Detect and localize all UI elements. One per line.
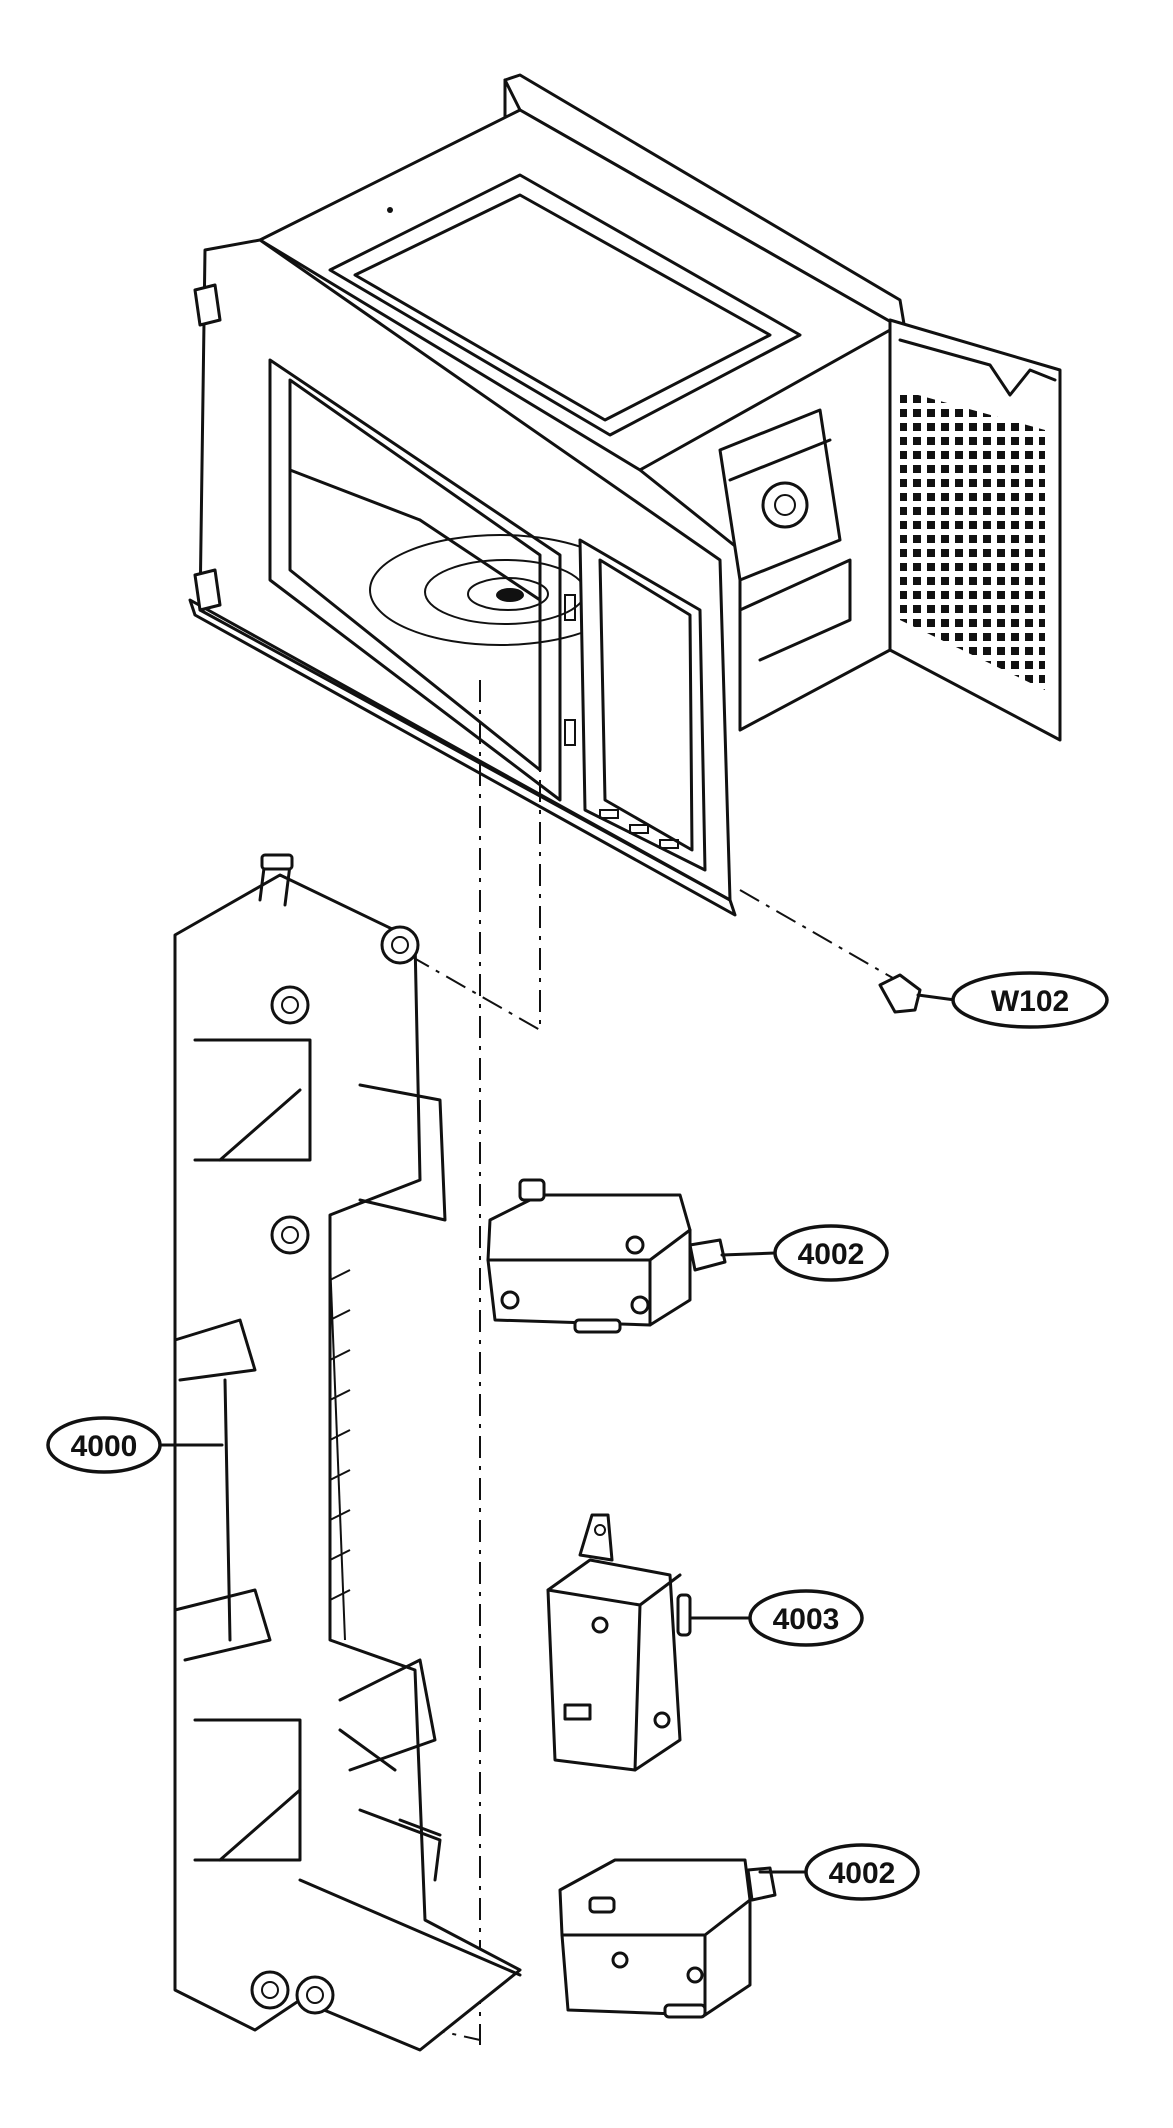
callout-label-4002-upper: 4002 [798, 1238, 865, 1271]
callout-label-4002-lower: 4002 [829, 1857, 896, 1890]
switch-4002-upper [486, 1178, 777, 1334]
latch-ribs [329, 1269, 351, 1601]
callout-label-w102: W102 [991, 985, 1069, 1018]
switch-4002-lower [558, 1858, 807, 2019]
callout-label-4003: 4003 [773, 1603, 840, 1636]
screw-w102 [878, 973, 957, 1014]
callout-label-4000: 4000 [71, 1430, 138, 1463]
switch-4003 [546, 1513, 752, 1772]
oven-cavity-assembly [188, 73, 1062, 917]
latch-board-4000 [158, 853, 522, 2052]
callout-4002-upper: 4002 [773, 1224, 889, 1282]
callout-4000: 4000 [46, 1416, 162, 1474]
callout-4003: 4003 [748, 1589, 864, 1647]
callout-4002-lower: 4002 [804, 1843, 920, 1901]
callout-w102: W102 [951, 971, 1109, 1029]
